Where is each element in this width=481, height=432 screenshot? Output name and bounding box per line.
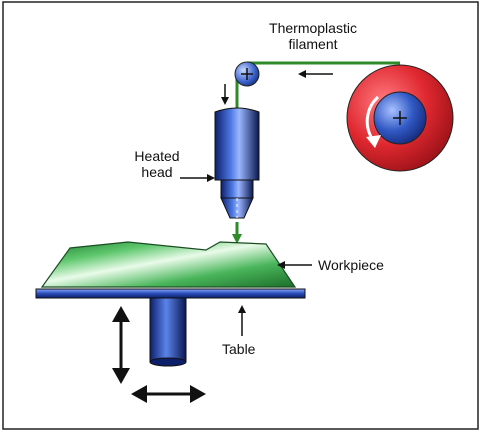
plus-icon <box>241 68 253 80</box>
guide-pulley <box>234 61 260 87</box>
double-arrow-horizontal-icon <box>131 385 206 403</box>
heated-head <box>214 107 260 219</box>
heated-head-label-line1: Heated <box>134 148 179 164</box>
table-label: Table <box>222 341 256 357</box>
build-table <box>35 288 306 299</box>
filament-label-line1: Thermoplastic <box>269 20 357 36</box>
workpiece <box>40 241 297 288</box>
filament-direction-arrow <box>298 70 333 78</box>
plus-icon <box>393 111 407 125</box>
feed-arrow <box>221 84 229 105</box>
curved-arrow-icon <box>365 95 381 148</box>
heated-head-label-line2: head <box>141 164 172 180</box>
table-pointer <box>238 305 246 336</box>
heated-head-pointer <box>180 174 215 182</box>
workpiece-pointer <box>277 261 312 269</box>
table-shaft <box>149 297 187 367</box>
double-arrow-vertical-icon <box>112 306 130 384</box>
workpiece-label: Workpiece <box>318 257 384 273</box>
filament-spool <box>346 64 454 172</box>
filament-label-line2: filament <box>288 36 337 52</box>
